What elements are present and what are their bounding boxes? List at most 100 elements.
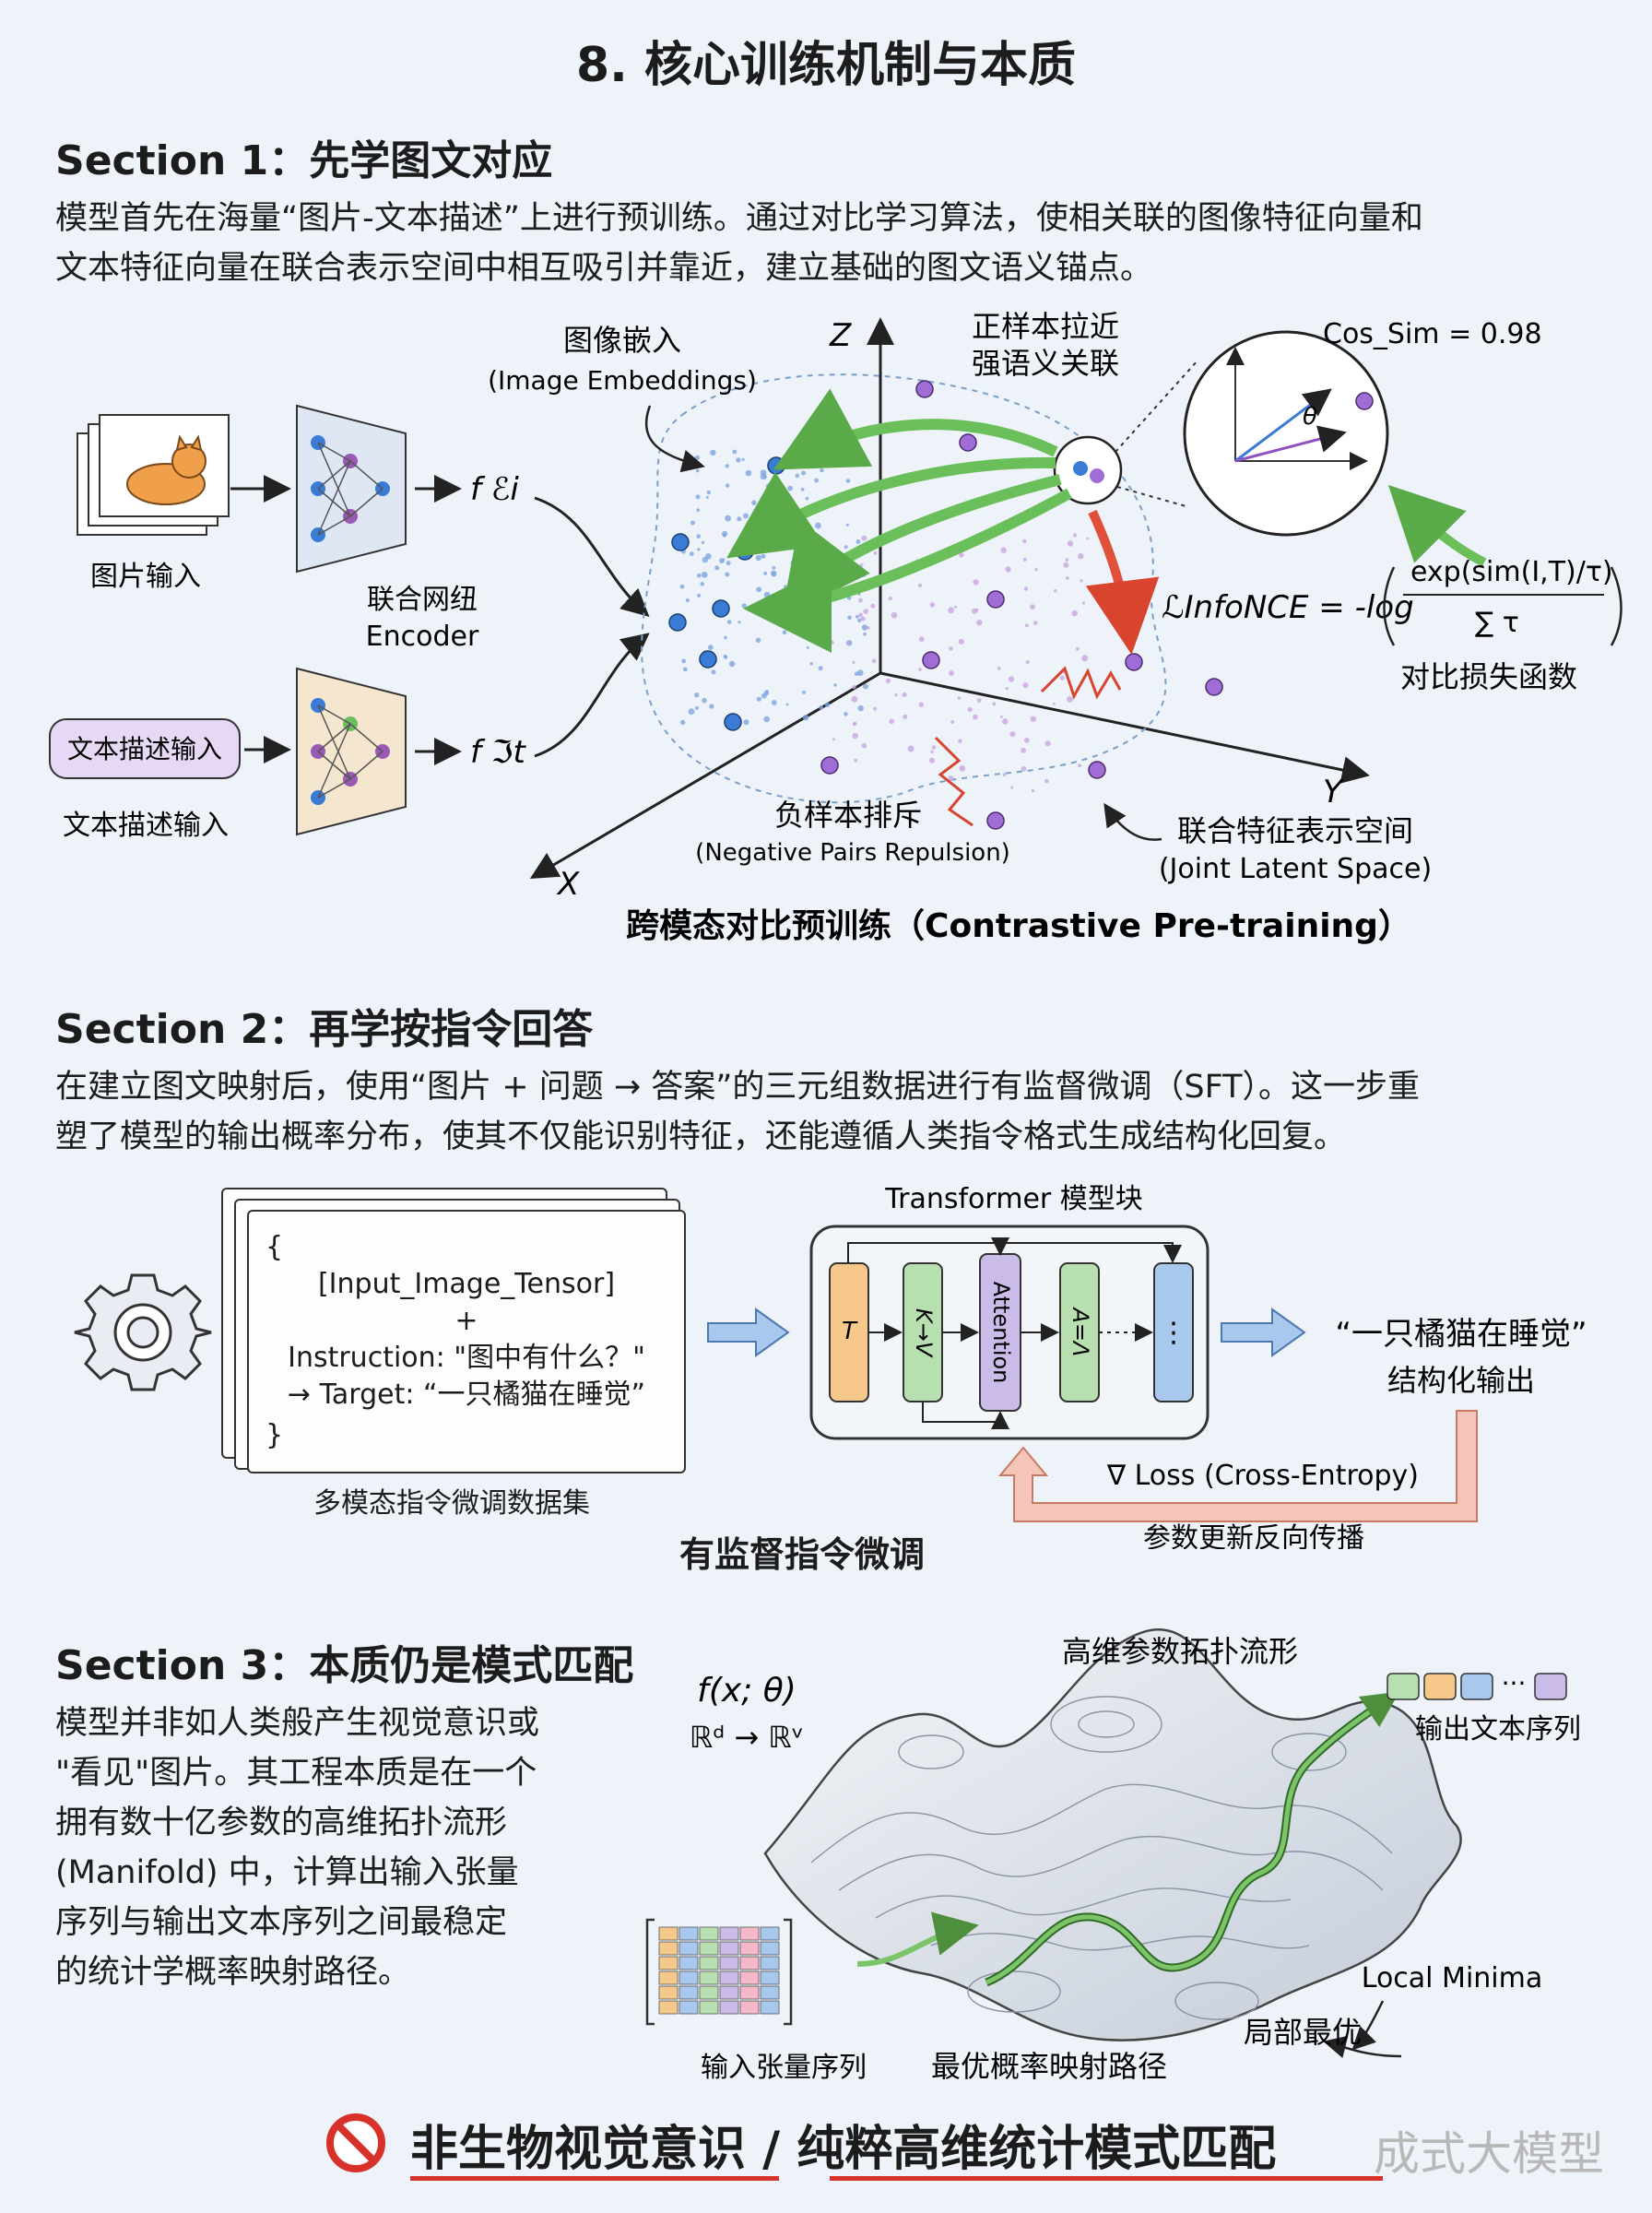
cloud-point	[903, 692, 907, 697]
cloud-point	[729, 661, 735, 667]
cloud-point	[863, 684, 868, 690]
image-embed-label-en: (Image Embeddings)	[488, 365, 757, 396]
cloud-point	[894, 693, 898, 697]
cloud-point	[975, 609, 979, 612]
cloud-point	[701, 582, 705, 586]
cloud-point	[867, 626, 870, 630]
cloud-point	[889, 719, 894, 725]
cloud-point	[954, 606, 957, 609]
axis-z-label: Z	[829, 317, 852, 354]
section2-caption: 有监督指令微调	[553, 1526, 1051, 1577]
cloud-point	[1024, 738, 1030, 743]
tensor-cell	[761, 1971, 779, 1984]
cloud-point	[815, 523, 821, 529]
cloud-point	[708, 645, 714, 650]
zigzag-repulsion-1	[1042, 669, 1120, 696]
output-label: 结构化输出	[1387, 1363, 1535, 1398]
cloud-point	[1009, 731, 1015, 737]
cloud-point	[807, 646, 809, 649]
cloud-point	[929, 758, 935, 763]
model-to-output-arrow	[1221, 1309, 1304, 1355]
tensor-cell	[700, 1971, 718, 1984]
cloud-point	[1067, 696, 1073, 703]
cloud-point	[861, 536, 867, 541]
cloud-point	[1030, 604, 1035, 609]
output-seq-dots: ···	[1502, 1668, 1527, 1698]
manifold-surface	[765, 1629, 1461, 2040]
cloud-point	[803, 548, 808, 553]
cloud-point	[818, 627, 822, 632]
cloud-point	[812, 611, 819, 618]
cloud-point	[697, 574, 702, 578]
cloud-point	[1080, 579, 1082, 582]
image-encoder	[297, 406, 406, 572]
cloud-point	[742, 603, 747, 608]
cloud-point	[993, 703, 997, 706]
formula-f: f(x; θ)	[697, 1672, 796, 1710]
tensor-cell	[700, 1927, 718, 1940]
cloud-point	[772, 566, 775, 570]
cloud-point	[949, 646, 953, 651]
data-to-model-arrow	[708, 1309, 788, 1355]
cloud-point	[918, 668, 922, 671]
section3-text-line1: 模型并非如人类般产生视觉意识或	[55, 1698, 645, 1748]
cloud-point	[724, 655, 727, 658]
tensor-cell	[679, 1957, 698, 1970]
cosine-similarity-lens	[1185, 332, 1387, 535]
cloud-point	[680, 720, 685, 725]
theta-label: θ	[1303, 403, 1317, 431]
cloud-point	[1045, 740, 1051, 746]
section1-text-line1: 模型首先在海量“图片-文本描述”上进行预训练。通过对比学习算法，使相关联的图像特…	[55, 194, 1622, 243]
cloud-point	[858, 598, 863, 603]
cloud-point	[1034, 568, 1037, 571]
joint-space-label-cn: 联合特征表示空间	[1177, 813, 1413, 848]
cloud-point	[805, 527, 808, 531]
cloud-point	[788, 545, 794, 550]
cloud-point	[803, 715, 808, 720]
cloud-point	[1066, 576, 1069, 580]
cloud-point	[1006, 687, 1009, 690]
cloud-point	[1072, 610, 1079, 617]
cloud-point	[1021, 748, 1026, 753]
tensor-cell	[700, 1957, 718, 1970]
cloud-point	[702, 541, 704, 544]
cloud-point	[710, 450, 715, 456]
cloud-point	[919, 703, 924, 707]
cloud-point	[862, 574, 866, 577]
cloud-point	[778, 538, 781, 540]
cloud-point	[702, 572, 708, 578]
formula-mapping: ℝᵈ → ℝᵛ	[690, 1720, 804, 1755]
cloud-point	[725, 515, 731, 522]
cloud-point	[686, 598, 690, 602]
negative-label-en: (Negative Pairs Repulsion)	[695, 839, 1010, 867]
manifold-diagram: f(x; θ) ℝᵈ → ℝᵛ 输入张量序列 ··· 输出文本序列 高维参数拓扑…	[627, 1614, 1641, 2093]
cloud-point	[782, 541, 785, 545]
local-min-label-en: Local Minima	[1362, 1962, 1542, 1994]
cloud-point	[1064, 562, 1069, 568]
cloud-point	[908, 746, 914, 752]
block-dots-label: ⋮	[1160, 1317, 1187, 1349]
cloud-point	[1025, 623, 1029, 627]
cloud-point	[786, 704, 789, 706]
cloud-point	[681, 659, 686, 664]
cloud-point	[709, 704, 714, 708]
cloud-point	[828, 585, 832, 589]
tensor-cell	[740, 1927, 759, 1940]
cloud-point	[844, 712, 848, 716]
cloud-point	[812, 627, 816, 631]
positive-label-1: 正样本拉近	[972, 309, 1119, 344]
cloud-point	[695, 456, 700, 460]
cloud-point	[1078, 763, 1081, 767]
cloud-point	[751, 500, 757, 505]
cloud-point	[743, 514, 749, 519]
cloud-point	[860, 563, 864, 567]
cloud-point	[891, 612, 898, 619]
cloud-point	[1060, 676, 1065, 680]
block-t-label: T	[842, 1318, 858, 1345]
cloud-point	[731, 548, 735, 551]
cloud-point	[772, 572, 776, 576]
cloud-point	[764, 592, 771, 598]
cloud-point	[1053, 703, 1056, 705]
cloud-point	[1065, 558, 1068, 562]
loss-label: ∇ Loss (Cross-Entropy)	[1106, 1460, 1419, 1492]
